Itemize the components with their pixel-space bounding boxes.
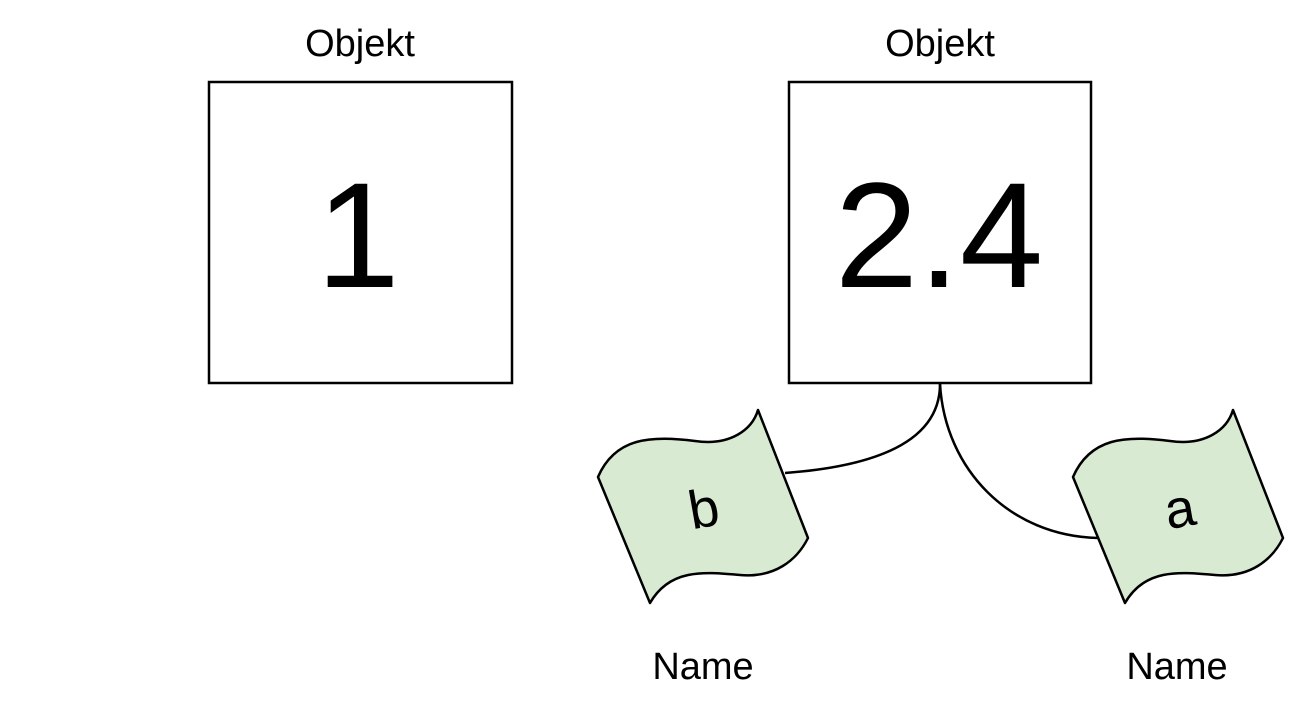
name-tag-b: b Name bbox=[596, 408, 810, 688]
object-frame bbox=[787, 80, 1093, 385]
object-caption: Objekt bbox=[305, 23, 415, 65]
connector-to-name-b bbox=[784, 383, 942, 475]
name-caption: Name bbox=[652, 646, 753, 688]
object-box-2: Objekt 2.4 bbox=[787, 23, 1093, 385]
object-value: 2.4 bbox=[835, 151, 1044, 319]
connector-to-name-a bbox=[938, 383, 1099, 540]
name-caption: Name bbox=[1126, 646, 1227, 688]
object-value: 1 bbox=[316, 151, 399, 319]
flag-shape bbox=[1071, 408, 1285, 605]
object-frame bbox=[207, 80, 514, 385]
name-tag-a: a Name bbox=[1071, 408, 1285, 688]
flag-shape bbox=[596, 408, 810, 605]
object-caption: Objekt bbox=[885, 23, 995, 65]
object-box-1: Objekt 1 bbox=[207, 23, 514, 385]
